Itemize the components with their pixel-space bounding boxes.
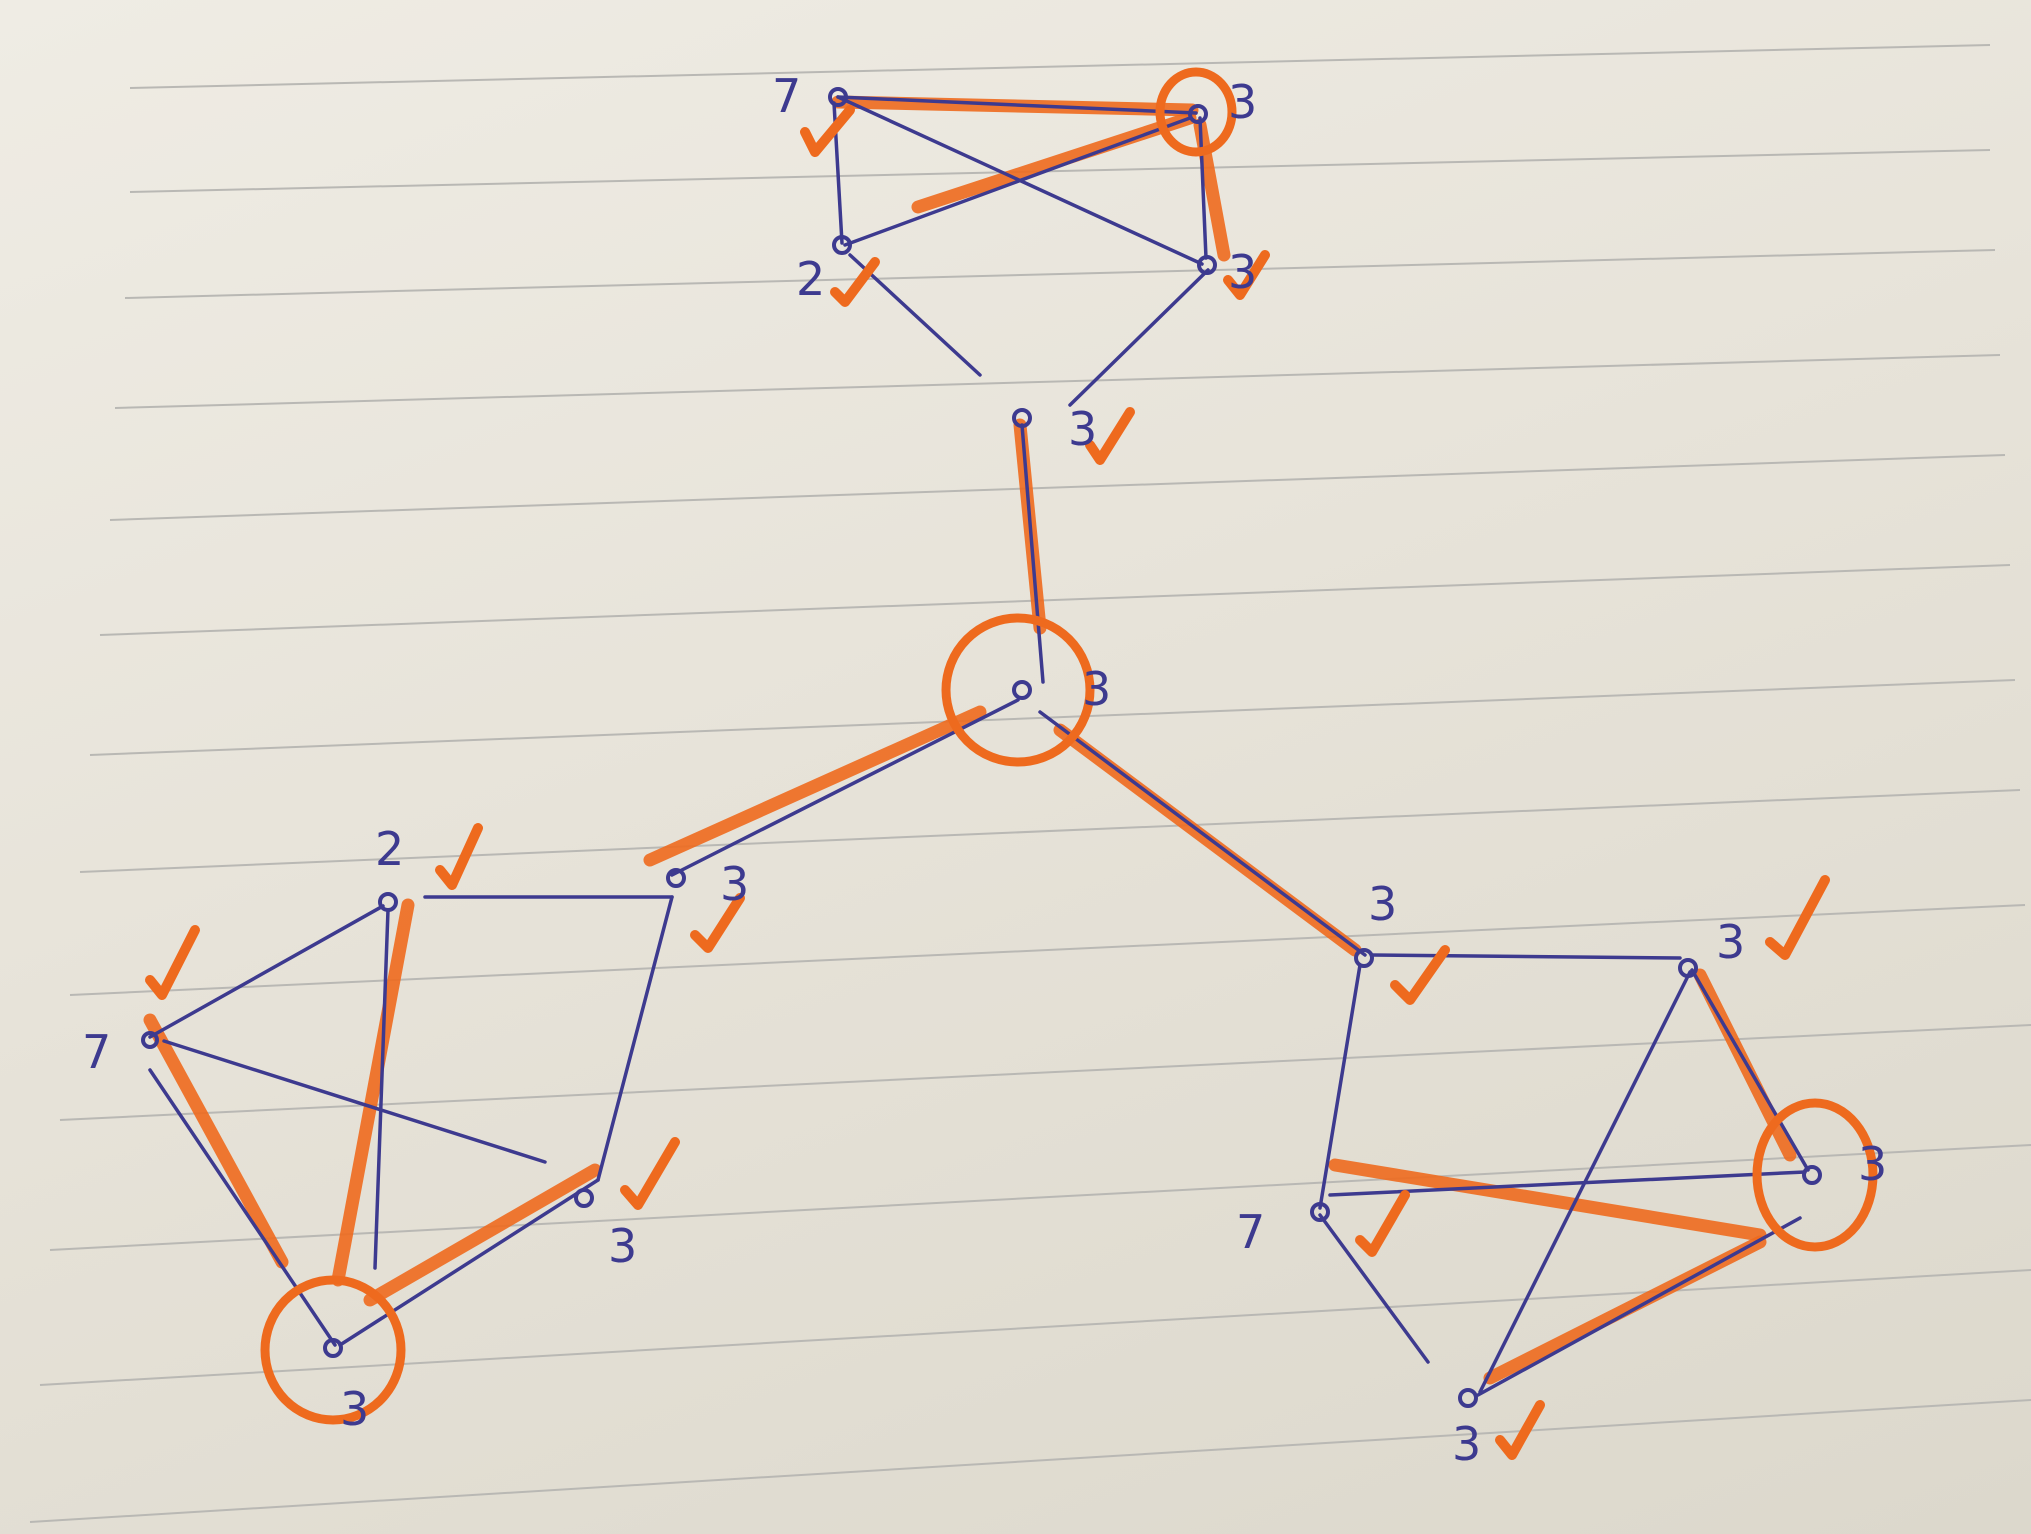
label-top-left: 7: [772, 69, 801, 123]
edge: [1198, 116, 1208, 260]
label-left-top-right: 3: [720, 857, 749, 911]
check-mark: [1355, 1190, 1410, 1257]
label-left-top: 2: [375, 822, 404, 876]
edge: [1318, 963, 1362, 1210]
highlight-edge: [363, 1163, 602, 1307]
edge: [843, 116, 1192, 247]
edge: [373, 908, 390, 1270]
edge: [1690, 968, 1810, 1172]
label-top-right: 3: [1228, 75, 1257, 129]
check-mark: [620, 1137, 680, 1210]
highlight-edge: [1328, 1158, 1767, 1242]
check-mark: [1495, 1400, 1545, 1460]
edge: [1370, 953, 1682, 960]
highlight-edge: [143, 1013, 289, 1269]
node-left-left: [141, 1031, 159, 1049]
highlight-ring: [1752, 1098, 1878, 1252]
edge: [338, 1178, 600, 1347]
edge: [1328, 1170, 1807, 1197]
label-top-mid-right: 3: [1228, 245, 1257, 299]
label-top-bottom: 3: [1068, 402, 1097, 456]
edge: [848, 253, 982, 377]
check-mark: [435, 823, 483, 890]
node-center: [1012, 680, 1032, 700]
edge: [1068, 268, 1210, 407]
label-right-left: 7: [1236, 1205, 1265, 1259]
check-mark: [1765, 875, 1830, 960]
highlight-edge: [643, 705, 987, 867]
check-mark: [145, 925, 200, 1000]
highlight-ring: [1155, 67, 1237, 157]
node-left-right: [574, 1188, 594, 1208]
graph-nodes: [141, 87, 1822, 1408]
highlight-edge: [1053, 723, 1362, 957]
highlight-rings: [260, 67, 1878, 1425]
label-left-bottom: 3: [340, 1382, 369, 1436]
check-mark: [830, 257, 880, 307]
edge: [148, 1068, 337, 1347]
check-mark: [800, 105, 855, 157]
label-right-top-left: 3: [1368, 877, 1397, 931]
degree-labels: 7 3 2 3 3 3 2 3 7 3 3 3 3 7 3 3: [82, 69, 1887, 1471]
label-top-mid-left: 2: [796, 252, 825, 306]
edge: [836, 95, 1198, 115]
node-left-bottom: [323, 1338, 343, 1358]
node-right-right: [1802, 1165, 1822, 1185]
node-top-bottom: [1012, 408, 1032, 428]
edge: [1318, 1213, 1430, 1364]
label-left-right: 3: [608, 1219, 637, 1273]
check-mark: [1085, 407, 1135, 465]
label-right-right: 3: [1858, 1137, 1887, 1191]
edge: [1038, 710, 1367, 957]
node-right-top-right: [1678, 958, 1698, 978]
check-mark: [1390, 945, 1450, 1005]
node-right-top-left: [1354, 948, 1374, 968]
node-top-mid-left: [832, 235, 852, 255]
edge: [596, 895, 674, 1182]
node-left-top: [378, 892, 398, 912]
label-center: 3: [1082, 662, 1111, 716]
edge: [1476, 1216, 1802, 1397]
check-marks: [145, 105, 1830, 1460]
label-left-left: 7: [82, 1025, 111, 1079]
node-right-bottom: [1458, 1388, 1478, 1408]
edge: [148, 904, 385, 1039]
edge: [1020, 423, 1045, 684]
highlighted-edges: [143, 95, 1797, 1385]
highlight-ring: [941, 613, 1095, 767]
check-mark: [690, 893, 745, 953]
node-top-right: [1188, 104, 1208, 124]
highlight-ring: [260, 1275, 406, 1425]
node-left-top-right: [666, 868, 686, 888]
label-right-bottom: 3: [1452, 1417, 1481, 1471]
ruled-lines: [29, 44, 2031, 1523]
label-right-top-right: 3: [1716, 915, 1745, 969]
node-right-left: [1310, 1202, 1330, 1222]
check-mark: [1223, 250, 1270, 300]
highlight-edge: [331, 898, 415, 1287]
edge: [162, 1039, 547, 1164]
node-top-mid-right: [1197, 255, 1217, 275]
node-top-left: [828, 87, 848, 107]
